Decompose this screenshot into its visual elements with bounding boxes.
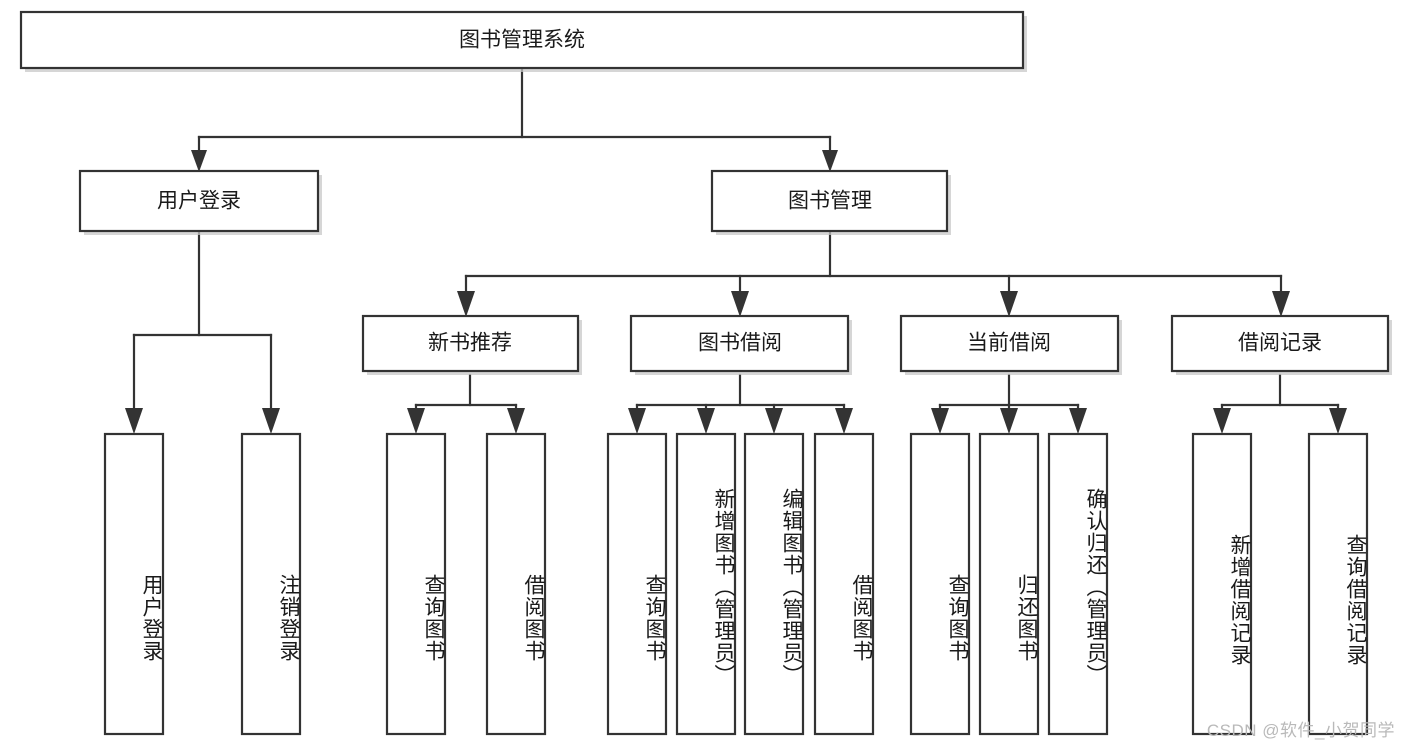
arrow-head-book-borrow [731,291,749,317]
arrow-head-user-login [191,150,207,172]
arrow-head-book-management [822,150,838,172]
leaf-box-query-book-2[interactable] [606,432,668,736]
leaf-box-add-book[interactable] [675,432,737,736]
connector-layer [125,66,1347,434]
book-management-box [710,169,949,233]
arrow-head-borrow-record [1272,291,1290,317]
node-book-borrow[interactable]: 图书借阅 [629,314,852,375]
book-management-label: 图书管理 [788,190,872,213]
arrow-head-leaf-return-book [1000,408,1018,434]
leaf-box-query-book-3[interactable] [909,432,971,736]
leaf-box-confirm-return[interactable] [1047,432,1109,736]
borrow-record-box [1170,314,1390,373]
current-borrow-box [899,314,1120,373]
root-box [19,10,1025,70]
user-login-label: 用户登录 [157,190,241,213]
arrow-head-leaf-borrow-book-1 [507,408,525,434]
leaf-box-borrow-book-1[interactable] [485,432,547,736]
borrow-record-label: 借阅记录 [1238,332,1322,355]
arrow-head-leaf-query-book-1 [407,408,425,434]
new-book-recommend-box [361,314,580,373]
root-label: 图书管理系统 [459,29,585,52]
user-login-box [78,169,320,233]
leaf-box-user-logout[interactable] [240,432,302,736]
arrow-head-leaf-edit-book [765,408,783,434]
leaf-box-add-record[interactable] [1191,432,1253,736]
arrow-head-leaf-user-login [125,408,143,434]
book-borrow-label: 图书借阅 [698,332,782,355]
leaf-box-edit-book[interactable] [743,432,805,736]
watermark-text: CSDN @软件_小贺同学 [1206,721,1395,740]
new-book-recommend-label: 新书推荐 [428,332,512,355]
arrow-head-leaf-confirm-return [1069,408,1087,434]
arrow-head-leaf-query-record [1329,408,1347,434]
book-borrow-box [629,314,850,373]
node-current-borrow[interactable]: 当前借阅 [899,314,1122,375]
node-user-login[interactable]: 用户登录 [78,169,322,235]
arrow-head-leaf-add-record [1213,408,1231,434]
node-new-book-recommend[interactable]: 新书推荐 [361,314,582,375]
arrow-head-leaf-user-logout [262,408,280,434]
node-borrow-record[interactable]: 借阅记录 [1170,314,1392,375]
arrow-head-leaf-query-book-2 [628,408,646,434]
leaf-box-query-record[interactable] [1307,432,1369,736]
leaf-box-return-book[interactable] [978,432,1040,736]
leaf-box-query-book-1[interactable] [385,432,447,736]
arrow-head-leaf-borrow-book-2 [835,408,853,434]
arrow-head-leaf-query-book-3 [931,408,949,434]
arrow-head-leaf-add-book [697,408,715,434]
node-book-management[interactable]: 图书管理 [710,169,951,235]
node-root[interactable]: 图书管理系统 [19,10,1027,72]
leaf-box-user-login[interactable] [103,432,165,736]
current-borrow-label: 当前借阅 [967,332,1051,355]
arrow-head-new-book-recommend [457,291,475,317]
leaf-layer [103,432,1369,736]
arrow-head-current-borrow [1000,291,1018,317]
leaf-box-borrow-book-2[interactable] [813,432,875,736]
